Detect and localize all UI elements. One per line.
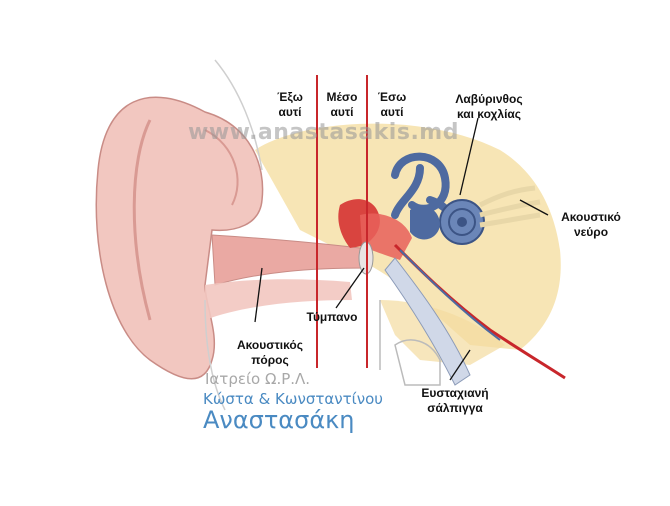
- brand-clinic: Ιατρείο Ω.Ρ.Λ.: [205, 370, 310, 388]
- label-outer-ear-line2: αυτί: [265, 105, 315, 120]
- label-ear-canal-line1: Ακουστικός: [225, 338, 315, 353]
- cochlea-core: [457, 217, 467, 227]
- label-labyrinth-line1: Λαβύρινθος: [440, 92, 538, 107]
- label-outer-ear-line1: Έξω: [265, 90, 315, 105]
- label-acoustic-nerve-line1: Ακουστικό: [546, 210, 636, 225]
- label-inner-ear-line1: Έσω: [368, 90, 416, 105]
- label-middle-ear: Μέσο αυτί: [318, 90, 366, 120]
- label-middle-ear-line2: αυτί: [318, 105, 366, 120]
- label-acoustic-nerve-line2: νεύρο: [546, 225, 636, 240]
- brand-surname: Αναστασάκη: [203, 406, 355, 434]
- label-inner-ear-line2: αυτί: [368, 105, 416, 120]
- label-labyrinth: Λαβύρινθος και κοχλίας: [440, 92, 538, 122]
- label-middle-ear-line1: Μέσο: [318, 90, 366, 105]
- watermark-text: www.anastasakis.md: [188, 120, 459, 145]
- label-eustachian-tube-line2: σάλπιγγα: [410, 401, 500, 416]
- label-outer-ear: Έξω αυτί: [265, 90, 315, 120]
- label-ear-canal: Ακουστικός πόρος: [225, 338, 315, 368]
- label-inner-ear: Έσω αυτί: [368, 90, 416, 120]
- label-eardrum: Τύμπανο: [292, 310, 372, 325]
- label-acoustic-nerve: Ακουστικό νεύρο: [546, 210, 636, 240]
- label-ear-canal-line2: πόρος: [225, 353, 315, 368]
- label-eustachian-tube-line1: Ευσταχιανή: [410, 386, 500, 401]
- label-labyrinth-line2: και κοχλίας: [440, 107, 538, 122]
- label-eustachian-tube: Ευσταχιανή σάλπιγγα: [410, 386, 500, 416]
